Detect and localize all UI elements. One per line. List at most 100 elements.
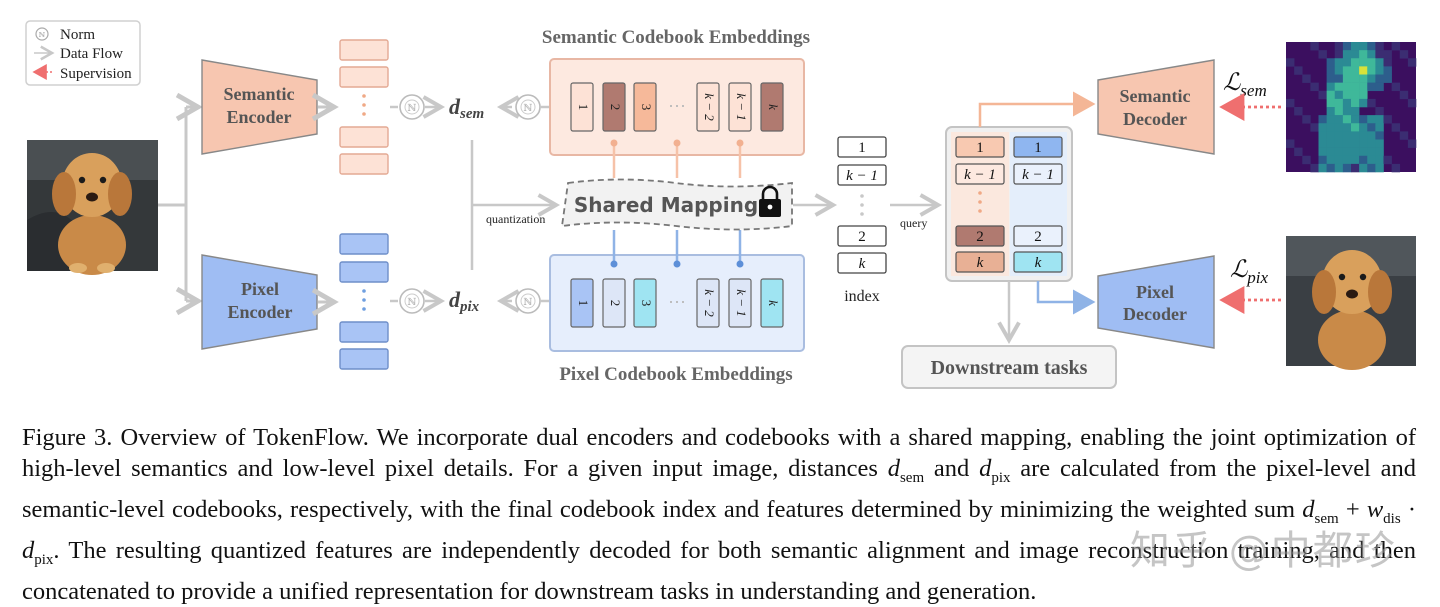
input-image (27, 140, 158, 275)
semantic-heatmap-image (1286, 42, 1417, 173)
combined-semantic-entry-label: 2 (976, 229, 984, 245)
figure-caption: Figure 3. Overview of TokenFlow. We inco… (22, 424, 1417, 605)
semantic-codebook-entry-label: 3 (639, 104, 654, 111)
loss-pix-label: ℒpix (1230, 257, 1269, 287)
pixel-codebook-entry-label: 3 (639, 300, 654, 307)
combined-semantic-entry-label: 1 (976, 140, 984, 156)
combined-pixel-entry-label: 1 (1034, 140, 1042, 156)
index-entry-label: k (859, 256, 866, 272)
pixel-codebook-entry (696, 278, 720, 328)
loss-sem-label: ℒsem (1223, 70, 1267, 100)
semantic-codebook-entry (728, 82, 752, 132)
d-pix-label: dpix (449, 287, 480, 315)
pixel-feature-stack (339, 233, 389, 370)
pixel-decoder-label-line1: Pixel (1136, 282, 1174, 302)
pixel-codebook-entry-label: k − 1 (734, 289, 749, 317)
combined-pixel-entry (1013, 163, 1063, 185)
pixel-codebook-entry-label: 2 (608, 300, 623, 307)
mapping-connectors (610, 139, 744, 268)
combined-semantic-entry (955, 251, 1005, 273)
semantic-codebook-entry (602, 82, 626, 132)
index-entry (837, 136, 887, 158)
pixel-codebook-entry-label: k (766, 300, 781, 306)
pixel-encoder-label-line1: Pixel (241, 279, 279, 299)
semantic-encoder: Semantic Encoder (201, 59, 318, 155)
index-entry (837, 225, 887, 247)
combined-semantic-entry (955, 136, 1005, 158)
pixel-codebook-title: Pixel Codebook Embeddings (559, 364, 792, 385)
legend: ℕ Norm Data Flow Supervision (25, 20, 141, 86)
semantic-decoder-label-line1: Semantic (1120, 86, 1191, 106)
pixel-encoder: Pixel Encoder (201, 254, 318, 350)
pixel-codebook-entry-label: 1 (576, 300, 591, 307)
input-flow (158, 92, 203, 316)
quantization-flow (470, 140, 561, 270)
legend-norm-label: Norm (60, 27, 95, 43)
semantic-codebook-entry-label: k − 1 (734, 93, 749, 121)
semantic-encoder-label-line1: Semantic (224, 84, 295, 104)
lock-icon (759, 185, 781, 217)
index-label: index (844, 288, 880, 305)
dog-head (62, 153, 122, 217)
semantic-codebook-entry-label: 1 (576, 104, 591, 111)
reconstructed-image (1286, 236, 1416, 370)
d-sem-label: dsem (449, 94, 484, 122)
norm-icon-symbol: ℕ (523, 297, 532, 308)
combined-semantic-entry (955, 163, 1005, 185)
index-entry (837, 164, 887, 186)
combined-semantic-entry-label: k − 1 (964, 167, 996, 183)
pixel-codebook-entry (760, 278, 784, 328)
semantic-codebook-entry-label: 2 (608, 104, 623, 111)
pixel-codebook: 1 2 3 k − 2 k − 1 k ⋯ Pixel Codebook Embedding… (549, 254, 805, 385)
legend-supervision-label: Supervision (60, 66, 132, 82)
watermark: 知乎 @中都珍 (1130, 528, 1397, 574)
shared-mapping-label: Shared Mapping (574, 193, 758, 217)
semantic-codebook-entry-label: k − 2 (702, 93, 717, 121)
combined-pixel-entry (1013, 251, 1063, 273)
query-label: query (900, 216, 927, 230)
downstream-tasks: Downstream tasks (901, 345, 1117, 389)
norm-icon-symbol: ℕ (407, 297, 416, 308)
combined-semantic-entry (955, 225, 1005, 247)
index-entry-label: 1 (858, 140, 866, 156)
combined-pixel-entry (1013, 225, 1063, 247)
norm-icon-symbol: ℕ (407, 103, 416, 114)
legend-flow-label: Data Flow (60, 46, 123, 62)
shared-mapping: Shared Mapping (560, 178, 793, 231)
pixel-encoder-label-line2: Encoder (228, 302, 293, 322)
dog-body (58, 215, 126, 275)
semantic-codebook-entry (570, 82, 594, 132)
semantic-codebook: Semantic Codebook Embeddings 1 2 3 k − 2 k −… (542, 27, 810, 156)
semantic-codebook-entry (633, 82, 657, 132)
pixel-codebook-entry (633, 278, 657, 328)
pixel-decoder: Pixel Decoder (1097, 255, 1215, 349)
semantic-feature-stack (339, 39, 389, 175)
semantic-codebook-entry-label: k (766, 104, 781, 110)
pixel-codebook-entry (570, 278, 594, 328)
index-entry-label: 2 (858, 229, 866, 245)
pixel-decoder-label-line2: Decoder (1123, 304, 1187, 324)
combined-pixel-entry-label: k − 1 (1022, 167, 1054, 183)
norm-icon-symbol: ℕ (39, 31, 46, 39)
combined-features: 1 k − 1 2 k 1 k − 1 2 k (945, 126, 1073, 282)
downstream-tasks-label: Downstream tasks (931, 357, 1088, 379)
pixel-codebook-ellipsis: ⋯ (668, 292, 686, 312)
quantization-label: quantization (486, 212, 545, 226)
pixel-codebook-entry (602, 278, 626, 328)
pixel-codebook-entry-label: k − 2 (702, 289, 717, 317)
combined-pixel-entry (1013, 136, 1063, 158)
tokenflow-diagram: ℕ Norm Data Flow Supervision Semantic En… (25, 20, 1417, 389)
index-entry (837, 252, 887, 274)
norm-icon (35, 27, 49, 41)
norm-icon-symbol: ℕ (523, 103, 532, 114)
semantic-decoder: Semantic Decoder (1097, 59, 1215, 155)
combined-pixel-entry-label: 2 (1034, 229, 1042, 245)
semantic-decoder-label-line2: Decoder (1123, 109, 1187, 129)
semantic-codebook-title: Semantic Codebook Embeddings (542, 27, 810, 48)
combined-semantic-entry-label: k (977, 255, 984, 271)
combined-pixel-entry-label: k (1035, 255, 1042, 271)
pixel-codebook-entry (728, 278, 752, 328)
index-column: 1 k − 1 2 k index (837, 136, 887, 305)
index-entry-label: k − 1 (846, 168, 878, 184)
semantic-codebook-entry (760, 82, 784, 132)
